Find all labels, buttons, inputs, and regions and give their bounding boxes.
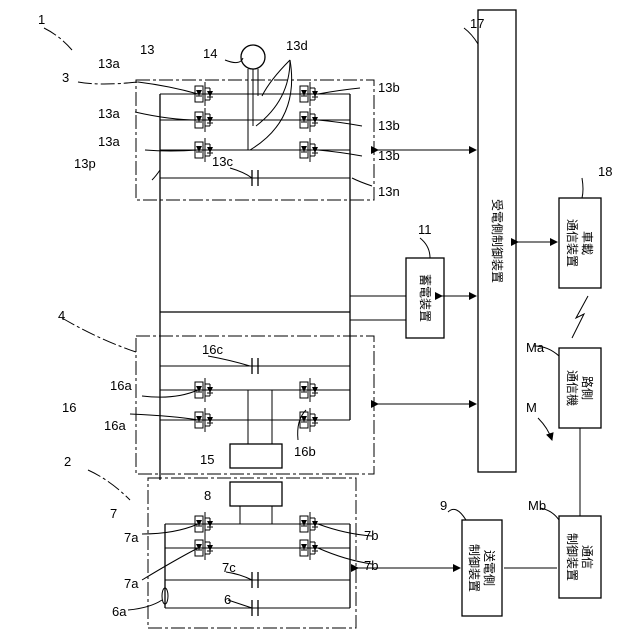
ref-Ma: Ma (526, 340, 545, 355)
ref-16a-2: 16a (104, 418, 126, 433)
ref-11: 11 (418, 222, 432, 237)
ref-17: 17 (470, 16, 484, 31)
coil-box-15 (230, 444, 282, 468)
comm-control-label-2: 制御装置 (565, 533, 580, 581)
sender-control-label-2: 制御装置 (467, 544, 482, 592)
inverter-block-13 (44, 28, 374, 480)
inverter-dashed-boundary (136, 80, 374, 200)
ref-7b-1: 7b (364, 528, 378, 543)
ref-3: 3 (62, 70, 69, 85)
ref-16b: 16b (294, 444, 316, 459)
ref-7a-2: 7a (124, 576, 139, 591)
ref-Mb: Mb (528, 498, 546, 513)
ref-7: 7 (110, 506, 117, 521)
onboard-comm-label-1: 車載 (580, 231, 594, 255)
ref-13b-3: 13b (378, 148, 400, 163)
roadside-comm-label-2: 通信機 (565, 370, 580, 406)
ref-9: 9 (440, 498, 447, 513)
ref-15: 15 (200, 452, 214, 467)
ref-13n: 13n (378, 184, 400, 199)
ref-16c: 16c (202, 342, 223, 357)
sender-control-label-1: 送電側 (482, 550, 497, 586)
ref-7a-1: 7a (124, 530, 139, 545)
reference-labels: 1 3 13a 13 14 13d 13a 13a 13b 13b 13b 13… (38, 12, 612, 619)
converter-block-16 (62, 290, 374, 474)
receiver-control-label: 受電側制御装置 (490, 199, 505, 283)
ref-6: 6 (224, 592, 231, 607)
ref-8: 8 (204, 488, 211, 503)
ref-16a-1: 16a (110, 378, 132, 393)
ref-6a: 6a (112, 604, 127, 619)
comm-control-label-1: 通信 (580, 545, 594, 569)
ref-13a-2: 13a (98, 106, 120, 121)
onboard-comm-label-2: 通信装置 (565, 219, 579, 267)
wireless-link-icon (572, 296, 588, 338)
ref-1: 1 (38, 12, 45, 27)
ref-M: M (526, 400, 537, 415)
ref-16: 16 (62, 400, 76, 415)
ref-13a-3: 13a (98, 134, 120, 149)
ref-14: 14 (203, 46, 217, 61)
rectifier-box-8 (230, 482, 282, 506)
ref-13b-2: 13b (378, 118, 400, 133)
ref-13: 13 (140, 42, 154, 57)
storage-label: 蓄電装置 (418, 274, 432, 322)
ref-7c: 7c (222, 560, 236, 575)
ref-7b-2: 7b (364, 558, 378, 573)
ref-13a-1: 13a (98, 56, 120, 71)
ref-18: 18 (598, 164, 612, 179)
ref-13c: 13c (212, 154, 233, 169)
roadside-comm-label-1: 路側 (580, 376, 595, 400)
ref-13b-1: 13b (378, 80, 400, 95)
ref-4: 4 (58, 308, 65, 323)
ref-2: 2 (64, 454, 71, 469)
ref-13p: 13p (74, 156, 96, 171)
motor-14-symbol (241, 45, 265, 69)
ref-13d: 13d (286, 38, 308, 53)
